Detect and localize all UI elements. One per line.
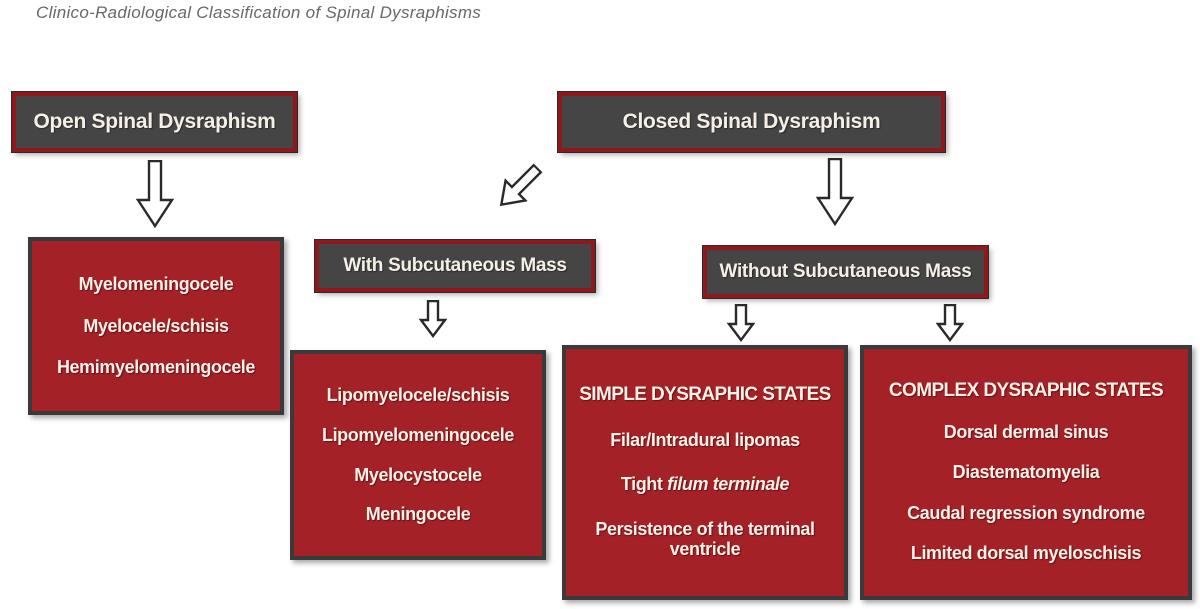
list-item: Myelocystocele xyxy=(354,464,482,485)
list-item: Lipomyelocele/schisis xyxy=(326,385,510,406)
complex-dysraphic-states-box: COMPLEX DYSRAPHIC STATES Dorsal dermal s… xyxy=(860,345,1192,600)
closed-spinal-dysraphism-label: Closed Spinal Dysraphism xyxy=(622,110,881,133)
list-item: Persistence of the terminal ventricle xyxy=(595,518,815,560)
list-item: Tight filum terminale xyxy=(620,474,790,495)
without-subcutaneous-mass-box: Without Subcutaneous Mass xyxy=(702,245,989,299)
down-arrow-icon xyxy=(135,159,175,229)
simple-dysraphic-states-box: SIMPLE DYSRAPHIC STATES Filar/Intradural… xyxy=(562,345,848,600)
open-dysraphism-types-box: Myelomeningocele Myelocele/schisis Hemim… xyxy=(28,237,284,415)
with-subcutaneous-mass-label: With Subcutaneous Mass xyxy=(343,255,567,276)
list-item: Myelocele/schisis xyxy=(83,315,229,336)
list-item: Diastematomyelia xyxy=(952,462,1100,483)
diagram-title: Clinico-Radiological Classification of S… xyxy=(36,3,482,22)
with-mass-types-box: Lipomyelocele/schisis Lipomyelomeningoce… xyxy=(290,350,546,560)
open-spinal-dysraphism-box: Open Spinal Dysraphism xyxy=(11,91,298,153)
list-item: Filar/Intradural lipomas xyxy=(610,429,800,450)
list-item: Myelomeningocele xyxy=(78,273,234,294)
list-item: Lipomyelomeningocele xyxy=(321,424,515,445)
down-arrow-icon xyxy=(726,303,756,342)
down-arrow-icon xyxy=(418,299,448,338)
list-item: Hemimyelomeningocele xyxy=(56,357,256,378)
closed-spinal-dysraphism-box: Closed Spinal Dysraphism xyxy=(557,91,946,153)
open-spinal-dysraphism-label: Open Spinal Dysraphism xyxy=(33,110,276,133)
box-heading: SIMPLE DYSRAPHIC STATES xyxy=(579,383,831,405)
list-item: Caudal regression syndrome xyxy=(907,502,1145,523)
diagonal-down-left-arrow-icon xyxy=(489,157,550,218)
list-item: Meningocele xyxy=(365,504,471,525)
box-heading: COMPLEX DYSRAPHIC STATES xyxy=(888,379,1164,401)
without-subcutaneous-mass-label: Without Subcutaneous Mass xyxy=(719,261,972,282)
list-item: Limited dorsal myeloschisis xyxy=(910,543,1142,564)
down-arrow-icon xyxy=(935,303,965,342)
list-item: Dorsal dermal sinus xyxy=(943,421,1109,442)
with-subcutaneous-mass-box: With Subcutaneous Mass xyxy=(314,239,596,293)
down-arrow-icon xyxy=(815,157,855,227)
